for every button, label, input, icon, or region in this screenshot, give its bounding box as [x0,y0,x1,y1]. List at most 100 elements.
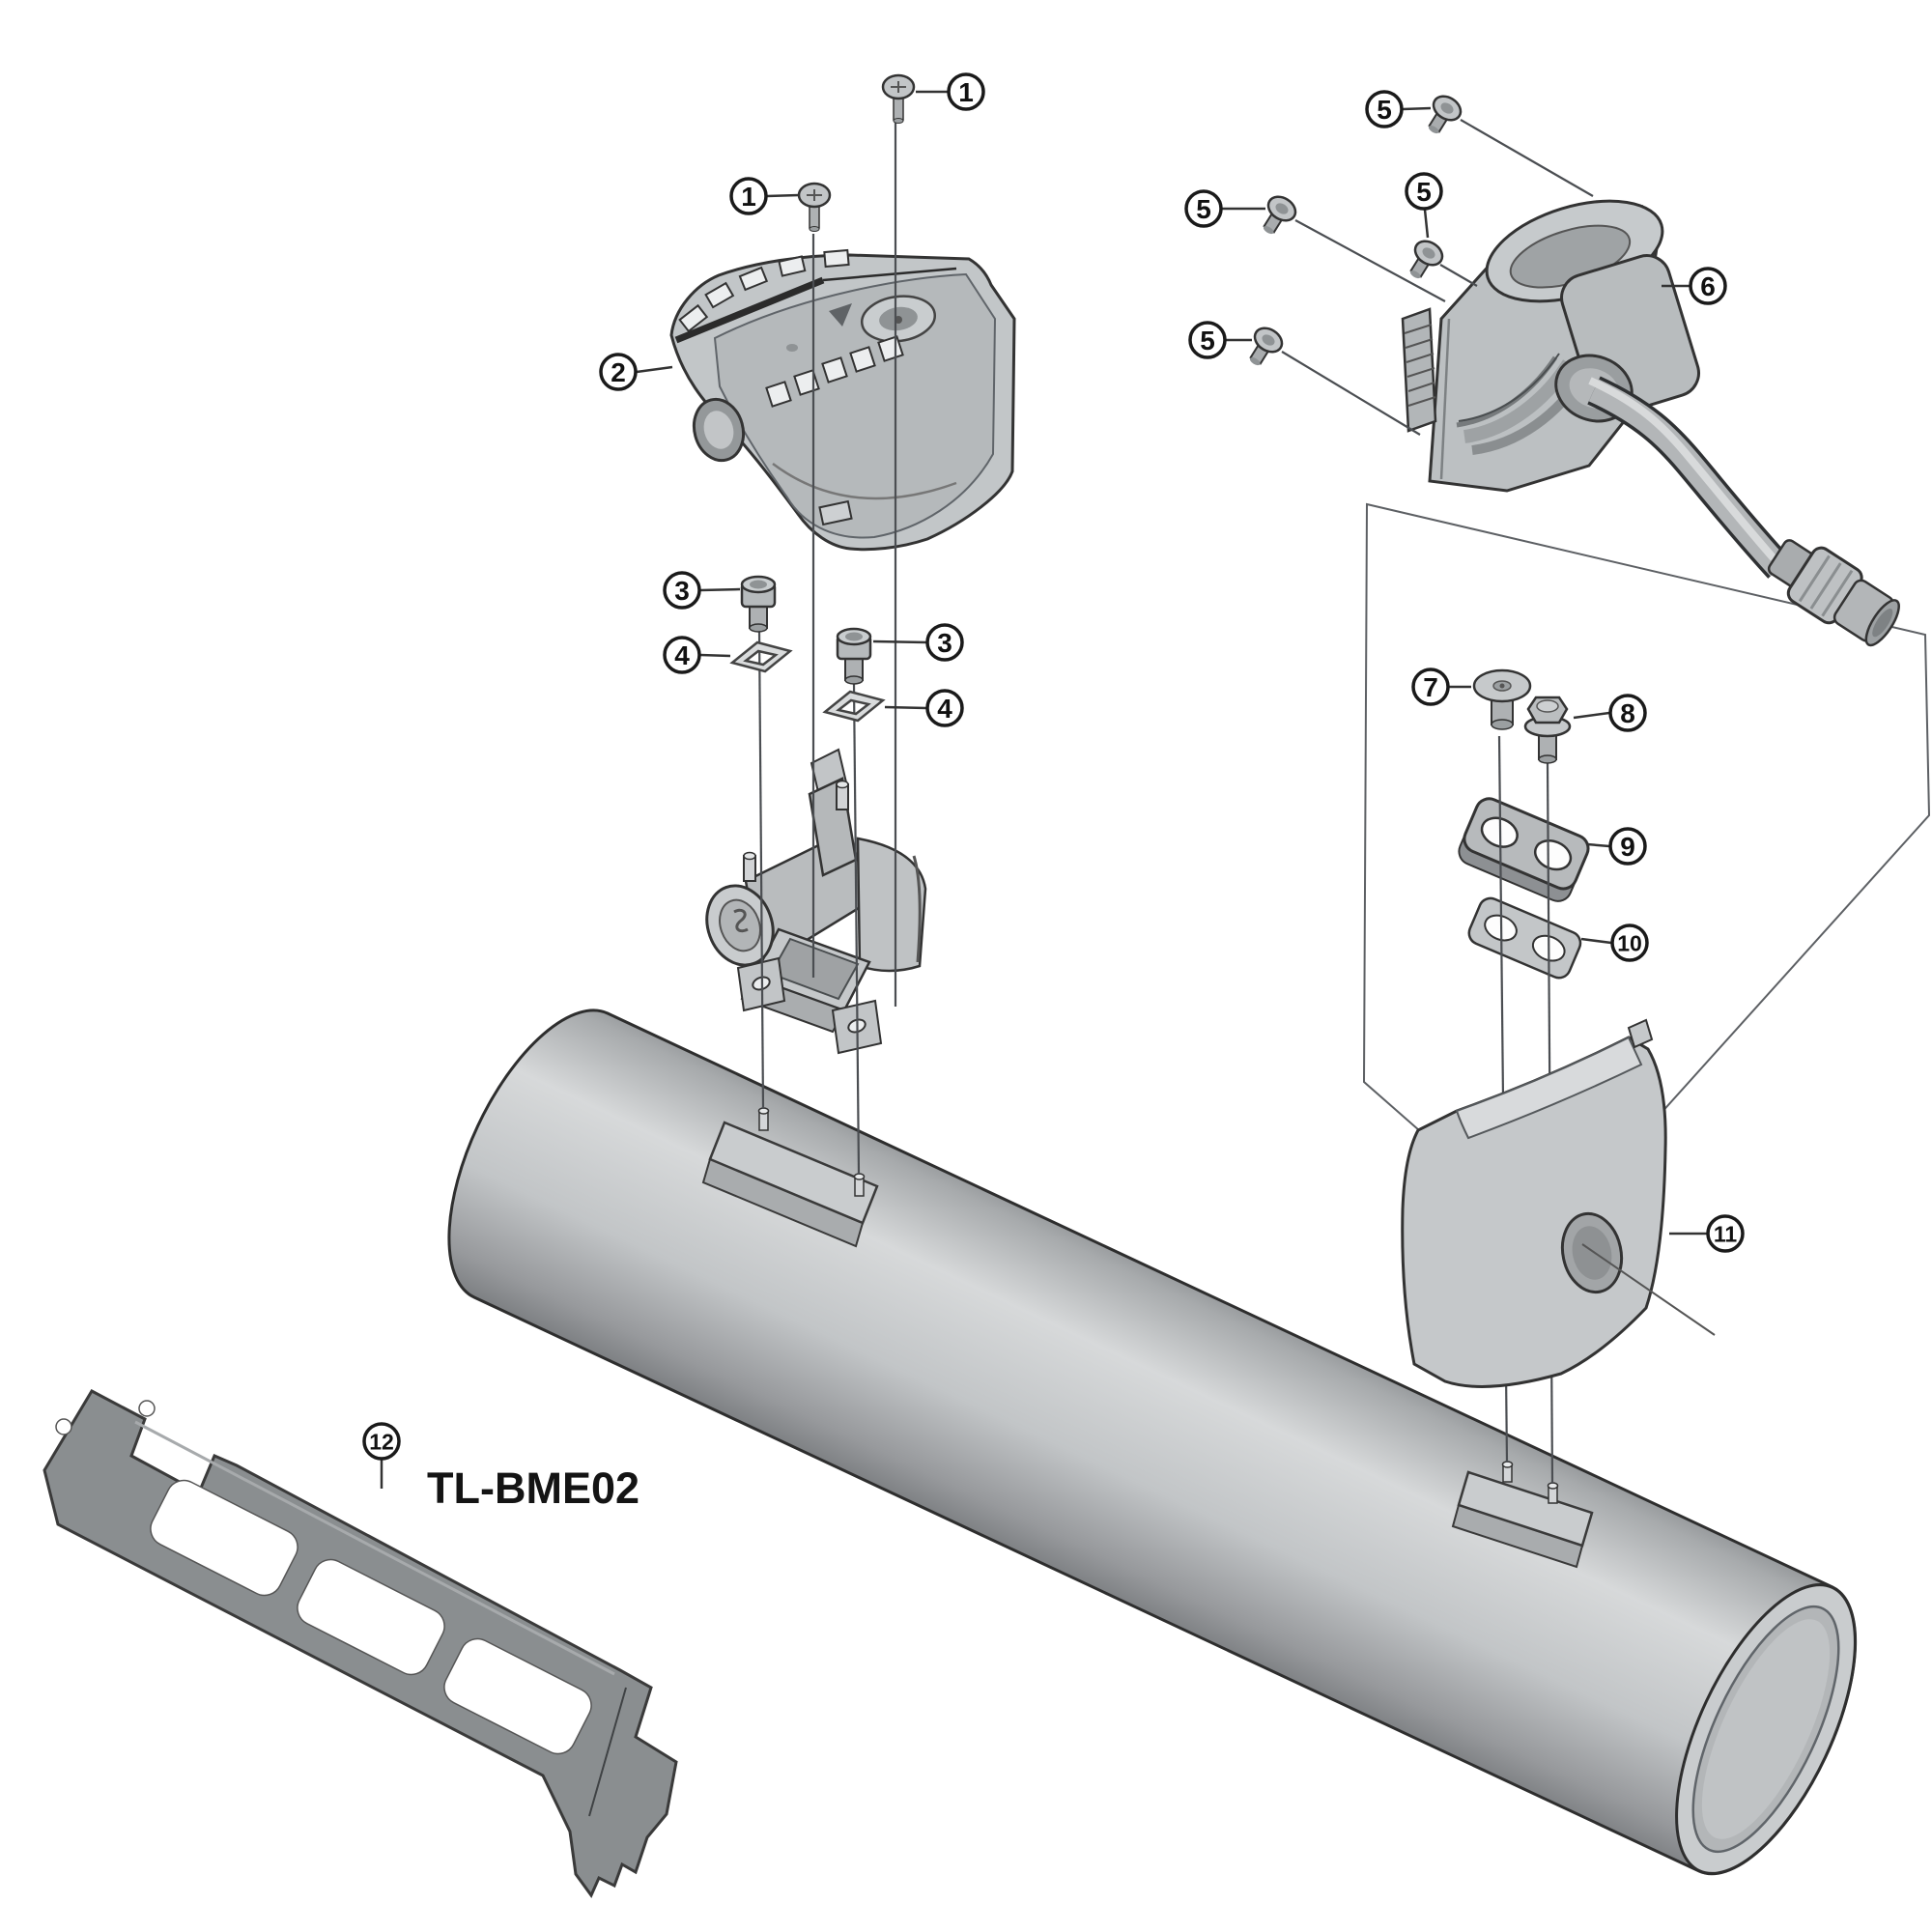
display-unit-part2 [669,248,1016,552]
callout-number: 5 [1416,177,1432,207]
tool-slot [297,1558,445,1676]
callout-2: 2 [599,353,673,391]
callout-number: 8 [1620,698,1635,728]
screw-part5 [1428,95,1463,134]
bolt-part8 [1523,696,1572,764]
callout-circle [1405,172,1443,211]
callout-circle [599,353,638,391]
screw-part1 [797,182,832,232]
callout-number: 1 [741,182,756,212]
callout-circle [1184,189,1223,228]
callout-number: 3 [674,576,690,606]
tool-tl-bme02 [43,1389,678,1898]
callout-number: 5 [1200,326,1215,355]
callout-9: 9 [1586,827,1647,866]
pad-pin [757,1107,770,1131]
cover-hole [1560,1211,1624,1294]
callout-4: 4 [884,689,964,727]
callout-5: 5 [1184,189,1265,228]
callout-leader-line [1580,937,1612,945]
cover-part11 [1401,1018,1716,1388]
connector-ribs [1401,307,1437,433]
plug-part7 [1472,668,1532,730]
callout-number: 4 [937,694,952,724]
screen-seam [674,276,825,344]
pad-pin [853,1173,866,1197]
callout-7: 7 [1411,668,1471,706]
tube-mount-pad-left [701,1107,879,1248]
callout-4: 4 [663,636,731,674]
bracket-post [836,780,849,810]
callout-number: 7 [1423,672,1438,702]
junction-unit-part6 [1401,199,1900,647]
callout-leader-line [1586,842,1610,848]
callout-number: 1 [958,77,974,107]
triangle-mark [829,303,852,327]
callout-12: 12 [362,1422,401,1489]
tool-slot [443,1637,592,1755]
callout-circle [1411,668,1450,706]
frame-tube [447,1009,1858,1876]
callout-number: 5 [1196,194,1211,224]
callout-circle [1188,321,1227,359]
screw-part5 [1409,240,1444,279]
callout-5: 5 [1405,172,1443,239]
callout-circle [729,177,768,215]
callout-5: 5 [1365,90,1432,128]
callout-11: 11 [1669,1214,1745,1253]
callout-circle [1608,827,1647,866]
cable [1587,376,1791,579]
callout-leader-line [1573,711,1610,720]
screw-part5 [1263,195,1297,235]
callout-circle [1706,1214,1745,1253]
callout-leader-line [636,365,673,374]
callout-circle [1610,923,1649,962]
harness-hole [692,397,746,463]
callout-number: 3 [937,628,952,658]
vent-slots [678,248,850,333]
pad-pin [1501,1461,1514,1483]
callout-number: 6 [1700,271,1716,301]
callout-circle [1689,267,1727,305]
tool-hole [138,1400,156,1417]
callout-circle [663,636,701,674]
callout-leader-line [1423,209,1430,239]
callout-circle [947,72,985,111]
callout-number: 5 [1377,95,1392,125]
bracket-barrel [705,884,775,967]
callout-circle [1365,90,1404,128]
callout-number: 2 [611,357,626,387]
callout-number: 10 [1617,930,1642,955]
callout-8: 8 [1573,694,1647,732]
callout-leader-line [1402,106,1432,111]
callout-circle [1608,694,1647,732]
callout-number: 11 [1714,1221,1738,1246]
spacer-plate-part9 [1458,797,1590,902]
clamp-arc [772,462,957,500]
cable-connector [1767,539,1900,647]
callout-leader-line [872,639,927,644]
callout-number: 12 [369,1429,394,1454]
callout-3: 3 [663,571,741,610]
callout-number: 4 [674,640,690,670]
tool-model-label: TL-BME02 [427,1463,639,1513]
callout-circle [362,1422,401,1461]
washer-part4 [822,690,886,723]
washer-part4 [729,640,793,673]
callout-circle [925,689,964,727]
tube-mount-pad-right [1451,1461,1594,1569]
callout-leader-line [884,705,927,710]
screw-boss [860,295,937,343]
screw-part5 [1249,327,1284,366]
bracket-post [743,851,756,882]
tool-slot [150,1479,298,1597]
callout-circle [925,623,964,662]
gasket-part10 [1467,896,1582,980]
callout-5: 5 [1188,321,1252,359]
screw-part1 [881,73,916,124]
display-mount-bracket [705,748,927,1055]
callout-number: 9 [1620,832,1635,862]
screw-part3 [740,575,777,633]
